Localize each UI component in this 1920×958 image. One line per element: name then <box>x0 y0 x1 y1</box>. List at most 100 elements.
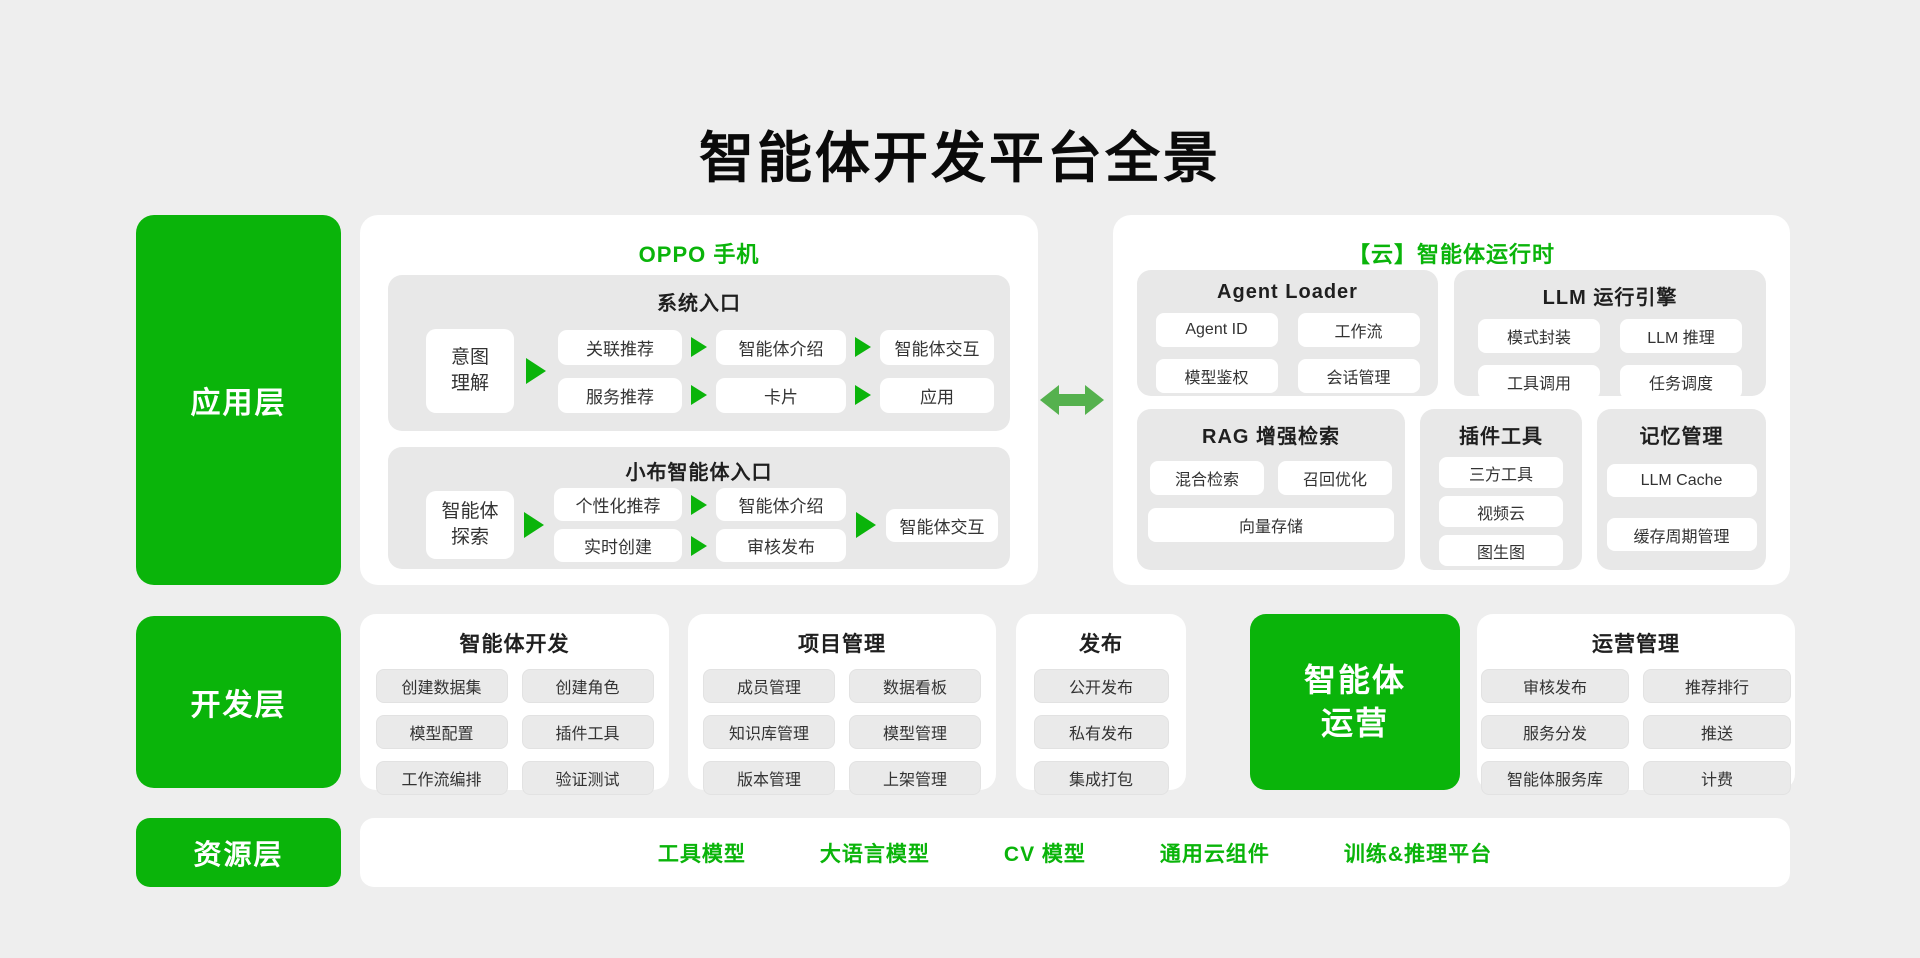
agent-loader-section: Agent Loader Agent ID 工作流 模型鉴权 会话管理 <box>1137 270 1438 396</box>
xiaobu-entry-title: 小布智能体入口 <box>625 462 773 484</box>
resource-item: 通用云组件 <box>1159 842 1270 866</box>
flow-step: 卡片 <box>716 377 846 413</box>
agent-dev-title: 智能体开发 <box>459 633 570 656</box>
cloud-runtime-title: 【云】智能体运行时 <box>1347 242 1555 267</box>
arrow-right-icon <box>691 535 707 556</box>
resource-item: 训练&推理平台 <box>1343 842 1493 866</box>
flow-step: 应用 <box>880 377 994 413</box>
chip: Agent ID <box>1155 313 1278 347</box>
system-entry-rows: 关联推荐 智能体介绍 智能体交互 服务推荐 卡片 应用 <box>558 329 994 413</box>
xiaobu-entry-row1: 个性化推荐 智能体介绍 <box>554 488 846 521</box>
xiaobu-entry-section: 小布智能体入口 智能体 探索 个性化推荐 智能体介绍 实时创建 <box>388 447 1010 569</box>
flow-step-target: 智能体交互 <box>886 508 998 542</box>
ops-mgmt-title: 运营管理 <box>1592 633 1680 656</box>
chip: 推送 <box>1643 715 1791 749</box>
chip: 图生图 <box>1439 535 1563 566</box>
publish-chips: 公开发布 私有发布 集成打包 <box>1016 669 1186 795</box>
chip: 模型管理 <box>849 715 981 749</box>
chip: 任务调度 <box>1620 365 1742 399</box>
memory-chips: LLM Cache 缓存周期管理 <box>1597 464 1766 551</box>
agent-operations-line2: 运营 <box>1320 705 1389 741</box>
chip: 推荐排行 <box>1643 669 1791 703</box>
chip: 视频云 <box>1439 496 1563 527</box>
plugin-chips: 三方工具 视频云 图生图 <box>1420 457 1582 566</box>
resource-item: 大语言模型 <box>819 842 930 866</box>
arrow-right-head <box>1085 385 1104 415</box>
intent-understanding-box: 意图 理解 <box>426 329 514 413</box>
chip: 上架管理 <box>849 761 981 795</box>
system-entry-section: 系统入口 意图 理解 关联推荐 智能体介绍 智能体交互 服务 <box>388 275 1010 431</box>
arrow-right-icon <box>526 358 546 384</box>
arrow-right-icon <box>524 512 544 538</box>
chip: 审核发布 <box>1481 669 1629 703</box>
agent-explore-line1: 智能体 <box>441 501 499 523</box>
flow-step: 服务推荐 <box>558 377 682 413</box>
llm-engine-chips: 模式封装 LLM 推理 工具调用 任务调度 <box>1454 319 1766 399</box>
chip: 召回优化 <box>1278 461 1392 495</box>
chip: 私有发布 <box>1033 715 1169 749</box>
flow-step: 智能体介绍 <box>716 488 846 521</box>
agent-explore-line2: 探索 <box>450 527 489 548</box>
chip: 模式封装 <box>1478 319 1600 353</box>
layer-resource-label: 资源层 <box>193 838 284 870</box>
rag-section: RAG 增强检索 混合检索 召回优化 向量存储 <box>1137 409 1405 570</box>
chip: 工具调用 <box>1478 365 1600 399</box>
agent-dev-chips: 创建数据集 创建角色 模型配置 插件工具 工作流编排 验证测试 <box>360 669 669 795</box>
arrow-left-head <box>1040 385 1059 415</box>
project-mgmt-card: 项目管理 成员管理 数据看板 知识库管理 模型管理 版本管理 上架管理 <box>688 614 996 795</box>
chip: LLM Cache <box>1606 464 1757 497</box>
flow-step: 个性化推荐 <box>554 488 682 521</box>
chip: 创建角色 <box>521 669 654 703</box>
layer-resource: 资源层 <box>136 818 341 887</box>
publish-title: 发布 <box>1079 633 1123 656</box>
system-entry-row2: 服务推荐 卡片 应用 <box>558 377 994 413</box>
intent-line2: 理解 <box>450 373 489 394</box>
chip: 创建数据集 <box>375 669 508 703</box>
chip: 验证测试 <box>521 761 654 795</box>
agent-operations-box: 智能体 运营 <box>1250 614 1460 790</box>
flow-step: 审核发布 <box>716 529 846 562</box>
xiaobu-entry-rows: 个性化推荐 智能体介绍 实时创建 审核发布 <box>554 488 846 562</box>
flow-step: 实时创建 <box>554 529 682 562</box>
chip: 会话管理 <box>1297 359 1420 393</box>
arrow-right-icon <box>856 512 876 538</box>
flow-step: 智能体介绍 <box>716 329 846 365</box>
oppo-phone-title: OPPO 手机 <box>638 242 760 267</box>
chip: 工作流 <box>1297 313 1420 347</box>
llm-engine-title: LLM 运行引擎 <box>1542 287 1678 309</box>
plugin-tools-section: 插件工具 三方工具 视频云 图生图 <box>1420 409 1582 570</box>
agent-explore-box: 智能体 探索 <box>426 491 514 559</box>
memory-section: 记忆管理 LLM Cache 缓存周期管理 <box>1597 409 1766 570</box>
chip: 智能体服务库 <box>1481 761 1629 795</box>
project-mgmt-chips: 成员管理 数据看板 知识库管理 模型管理 版本管理 上架管理 <box>688 669 996 795</box>
chip: 工作流编排 <box>375 761 508 795</box>
chip: 集成打包 <box>1033 761 1169 795</box>
flow-step: 智能体交互 <box>880 329 994 365</box>
chip: 混合检索 <box>1150 461 1264 495</box>
layer-application: 应用层 <box>136 215 341 585</box>
chip: 模型鉴权 <box>1155 359 1278 393</box>
chip: LLM 推理 <box>1620 319 1742 353</box>
arrow-right-icon <box>691 385 707 405</box>
agent-dev-card: 智能体开发 创建数据集 创建角色 模型配置 插件工具 工作流编排 验证测试 <box>360 614 669 795</box>
arrow-right-icon <box>691 494 707 515</box>
xiaobu-entry-row2: 实时创建 审核发布 <box>554 529 846 562</box>
chip: 成员管理 <box>703 669 835 703</box>
chip: 服务分发 <box>1481 715 1629 749</box>
arrow-bar <box>1059 394 1085 406</box>
chip: 三方工具 <box>1439 457 1563 488</box>
agent-loader-title: Agent Loader <box>1217 281 1358 303</box>
resource-item: 工具模型 <box>657 842 746 866</box>
memory-title: 记忆管理 <box>1639 426 1724 448</box>
chip: 版本管理 <box>703 761 835 795</box>
agent-operations-line1: 智能体 <box>1303 661 1406 698</box>
chip: 插件工具 <box>521 715 654 749</box>
agent-loader-chips: Agent ID 工作流 模型鉴权 会话管理 <box>1137 313 1438 393</box>
chip: 缓存周期管理 <box>1606 518 1757 551</box>
flow-step: 关联推荐 <box>558 329 682 365</box>
resource-item: CV 模型 <box>1003 842 1086 866</box>
publish-card: 发布 公开发布 私有发布 集成打包 <box>1016 614 1186 795</box>
ops-mgmt-card: 运营管理 审核发布 推荐排行 服务分发 推送 智能体服务库 计费 <box>1477 614 1795 795</box>
layer-development-label: 开发层 <box>190 689 287 722</box>
